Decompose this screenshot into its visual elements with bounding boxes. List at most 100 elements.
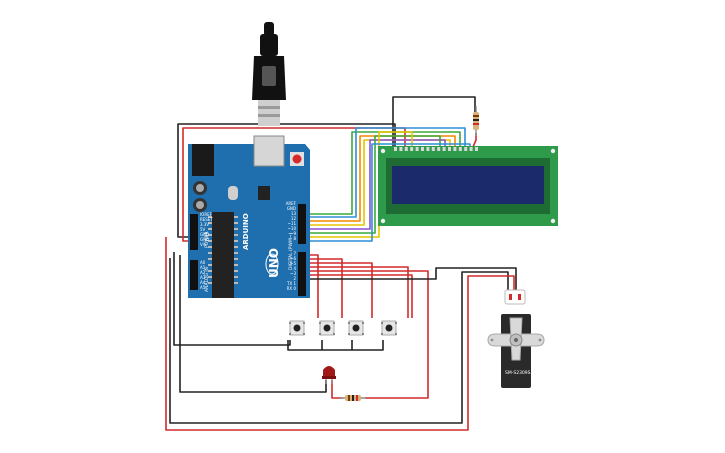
digital-pin-label: 7 xyxy=(293,251,296,256)
digital-pin-label: ~5 xyxy=(290,261,296,266)
wire-red-led xyxy=(331,380,343,399)
digital-pin-label: AREF xyxy=(286,201,297,206)
pushbutton-icon[interactable] xyxy=(381,320,397,336)
lcd-screen xyxy=(392,166,544,204)
wire-red-btn-5 xyxy=(303,270,429,399)
lcd-pin xyxy=(399,147,403,151)
power-pin-label: 3.3V xyxy=(200,222,209,227)
lcd-pin xyxy=(458,147,462,151)
analog-pin-label: A5 xyxy=(200,285,206,290)
lcd-pin xyxy=(415,147,419,151)
digital-pin-label: 13 xyxy=(291,211,297,216)
power-pin-label: RESET xyxy=(200,217,213,222)
usb-jack xyxy=(253,135,285,167)
lcd-pin xyxy=(404,147,408,151)
wire-orange-servo xyxy=(303,267,517,290)
lcd-pin xyxy=(453,147,457,151)
arduino-brand: ARDUINO xyxy=(242,213,250,250)
digital-pin-label: 8 xyxy=(293,236,296,241)
digital-pin-label: 12 xyxy=(291,216,297,221)
lcd-pin xyxy=(410,147,414,151)
wire-yellow-1 xyxy=(303,139,451,226)
reset-button xyxy=(292,154,302,164)
wire-black-btn xyxy=(173,252,291,346)
digital-pin-label: ~11 xyxy=(288,221,297,226)
analog-pin-label: A4 xyxy=(200,280,206,285)
wire-black-led xyxy=(179,255,327,393)
wires xyxy=(165,96,517,431)
wire-red-btn-4 xyxy=(303,266,409,318)
power-header xyxy=(190,214,198,250)
analog-pin-label: A2 xyxy=(200,270,206,275)
arduino-model: UNO xyxy=(267,248,281,278)
power-caption: POWER xyxy=(204,231,210,248)
lcd-pin-row xyxy=(394,147,478,151)
analog-pin-label: A3 xyxy=(200,275,206,280)
analog-caption: ANALOG IN xyxy=(204,267,210,292)
power-pin-label: Vin xyxy=(200,242,207,247)
wire-green-2 xyxy=(303,135,441,234)
digital-pin-label: ~9 xyxy=(290,231,296,236)
lcd-pin xyxy=(431,147,435,151)
usb-plug-icon xyxy=(252,22,286,126)
power-jack xyxy=(192,144,214,176)
lcd-pin xyxy=(464,147,468,151)
wire-red-btn-2 xyxy=(303,258,343,318)
atmega-chip xyxy=(212,212,234,298)
power-pin-label: IOREF xyxy=(200,212,213,217)
wire-orange-1 xyxy=(303,135,456,222)
arduino-logo xyxy=(265,253,279,275)
analog-pin-label: A0 xyxy=(200,260,206,265)
wire-black-btns xyxy=(287,340,384,351)
power-pin-label: GND xyxy=(200,232,209,237)
digital-pin-label: GND xyxy=(287,206,296,211)
lcd-pin xyxy=(469,147,473,151)
digital-pin-label: 2 xyxy=(293,276,296,281)
arduino-board-icon: ARDUINO UNO AREFGND1312~11~10~987~6~54~3… xyxy=(188,135,310,298)
wire-red-top xyxy=(182,127,406,242)
wire-black-servo xyxy=(169,258,509,424)
digital-pin-label: RX 0 xyxy=(287,286,297,291)
lcd-pin xyxy=(442,147,446,151)
wire-green-1 xyxy=(303,131,461,215)
power-pin-label: GND xyxy=(200,237,209,242)
digital-pin-label: TX 1 xyxy=(286,281,296,286)
wire-red-btn-6 xyxy=(303,274,413,318)
pushbutton-icon[interactable] xyxy=(319,320,335,336)
digital-caption: DIGITAL (PWM~) xyxy=(288,232,294,270)
lcd-pin xyxy=(437,147,441,151)
digital-pin-label: ~6 xyxy=(290,256,296,261)
digital-pin-label: 4 xyxy=(293,266,296,271)
lcd-pin xyxy=(421,147,424,151)
lcd-pin xyxy=(475,147,478,151)
wire-red-servo xyxy=(165,237,515,431)
wire-yellow-2 xyxy=(303,131,413,238)
digital-header xyxy=(298,204,306,244)
lcd-pin xyxy=(448,147,451,151)
lcd-pin xyxy=(426,147,430,151)
digital-header-2 xyxy=(298,252,306,296)
wire-blue-1 xyxy=(303,127,466,218)
pushbutton-icon[interactable] xyxy=(289,320,305,336)
resistor-icon xyxy=(340,395,366,401)
wire-purple xyxy=(303,139,446,230)
lcd-module-icon xyxy=(378,146,558,226)
resistor-icon xyxy=(473,106,479,136)
pushbutton-group xyxy=(289,320,397,336)
wire-red-btn-3 xyxy=(303,262,373,318)
power-pin-label: 5V xyxy=(200,227,206,232)
lcd-pin xyxy=(394,147,397,151)
servo-model: SM-S2309S xyxy=(505,370,531,376)
servo-icon: SM-S2309S xyxy=(487,289,545,388)
digital-pin-label: ~3 xyxy=(290,271,296,276)
digital-pin-label: ~10 xyxy=(288,226,297,231)
wire-blue-2 xyxy=(303,143,471,242)
analog-pin-label: A1 xyxy=(200,265,206,270)
wire-black-contrast xyxy=(392,96,476,147)
analog-header xyxy=(190,260,198,290)
led-icon xyxy=(322,366,336,384)
pushbutton-icon[interactable] xyxy=(348,320,364,336)
